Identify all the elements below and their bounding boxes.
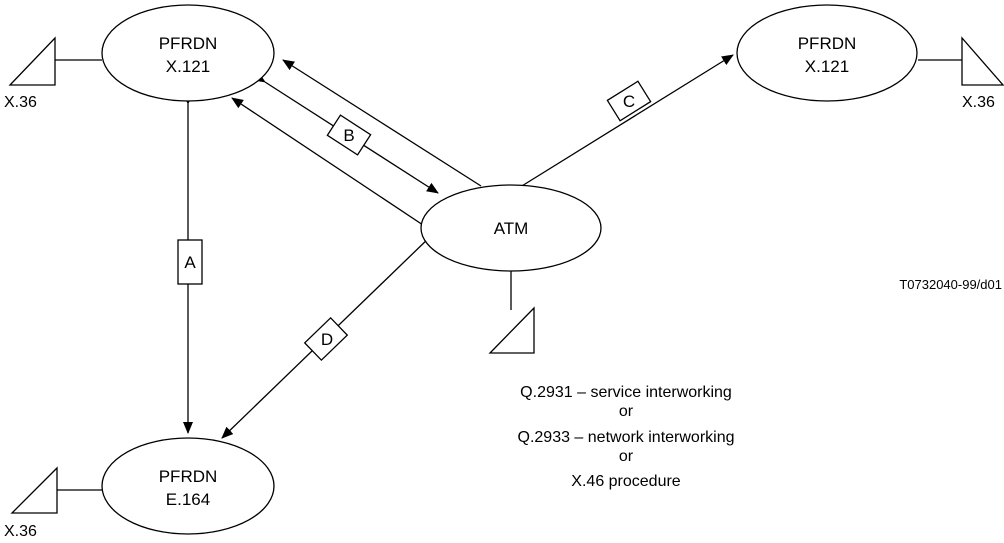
edge-b-upper-line <box>282 59 482 187</box>
node-pfrdn-bottom: PFRDN E.164 <box>101 437 275 535</box>
terminal-atm <box>488 265 535 354</box>
edge-label-a: A <box>177 239 203 285</box>
node-pfrdn-top-left-address: X.121 <box>166 57 210 76</box>
edge-b-lower-line <box>231 97 433 232</box>
terminal-bottom-left: X.36 <box>4 466 103 540</box>
edge-label-c-text: C <box>623 92 635 111</box>
terminal-label-top-right: X.36 <box>962 94 995 111</box>
node-pfrdn-bottom-address: E.164 <box>166 490 210 509</box>
caption-line-4: or <box>619 448 634 465</box>
node-atm-name: ATM <box>494 219 529 238</box>
node-pfrdn-top-left-name: PFRDN <box>159 34 218 53</box>
figure-id: T0732040-99/d01 <box>899 277 1002 292</box>
caption-line-2: or <box>619 403 634 420</box>
terminal-top-right: X.36 <box>918 36 1004 111</box>
terminal-label-top-left: X.36 <box>4 94 37 111</box>
caption-line-1: Q.2931 – service interworking <box>520 384 732 401</box>
node-pfrdn-top-right-address: X.121 <box>805 57 849 76</box>
edge-label-d: D <box>303 316 349 362</box>
node-atm: ATM <box>420 184 602 272</box>
caption-line-3: Q.2933 – network interworking <box>518 429 735 446</box>
node-pfrdn-top-right-name: PFRDN <box>798 34 857 53</box>
node-pfrdn-top-right: PFRDN X.121 <box>736 4 918 102</box>
edge-label-a-text: A <box>184 253 196 272</box>
edge-label-d-text: D <box>321 330 333 349</box>
terminal-label-bottom-left: X.36 <box>4 523 37 540</box>
edge-c-line <box>516 54 734 190</box>
terminal-top-left: X.36 <box>4 36 102 111</box>
edge-label-c: C <box>606 80 652 122</box>
edge-label-b: B <box>326 114 372 156</box>
edge-label-b-text: B <box>343 126 354 145</box>
caption-line-5: X.46 procedure <box>571 473 681 490</box>
node-pfrdn-bottom-name: PFRDN <box>159 467 218 486</box>
node-pfrdn-top-left: PFRDN X.121 <box>101 4 275 102</box>
protocol-caption: Q.2931 – service interworking or Q.2933 … <box>518 384 735 490</box>
